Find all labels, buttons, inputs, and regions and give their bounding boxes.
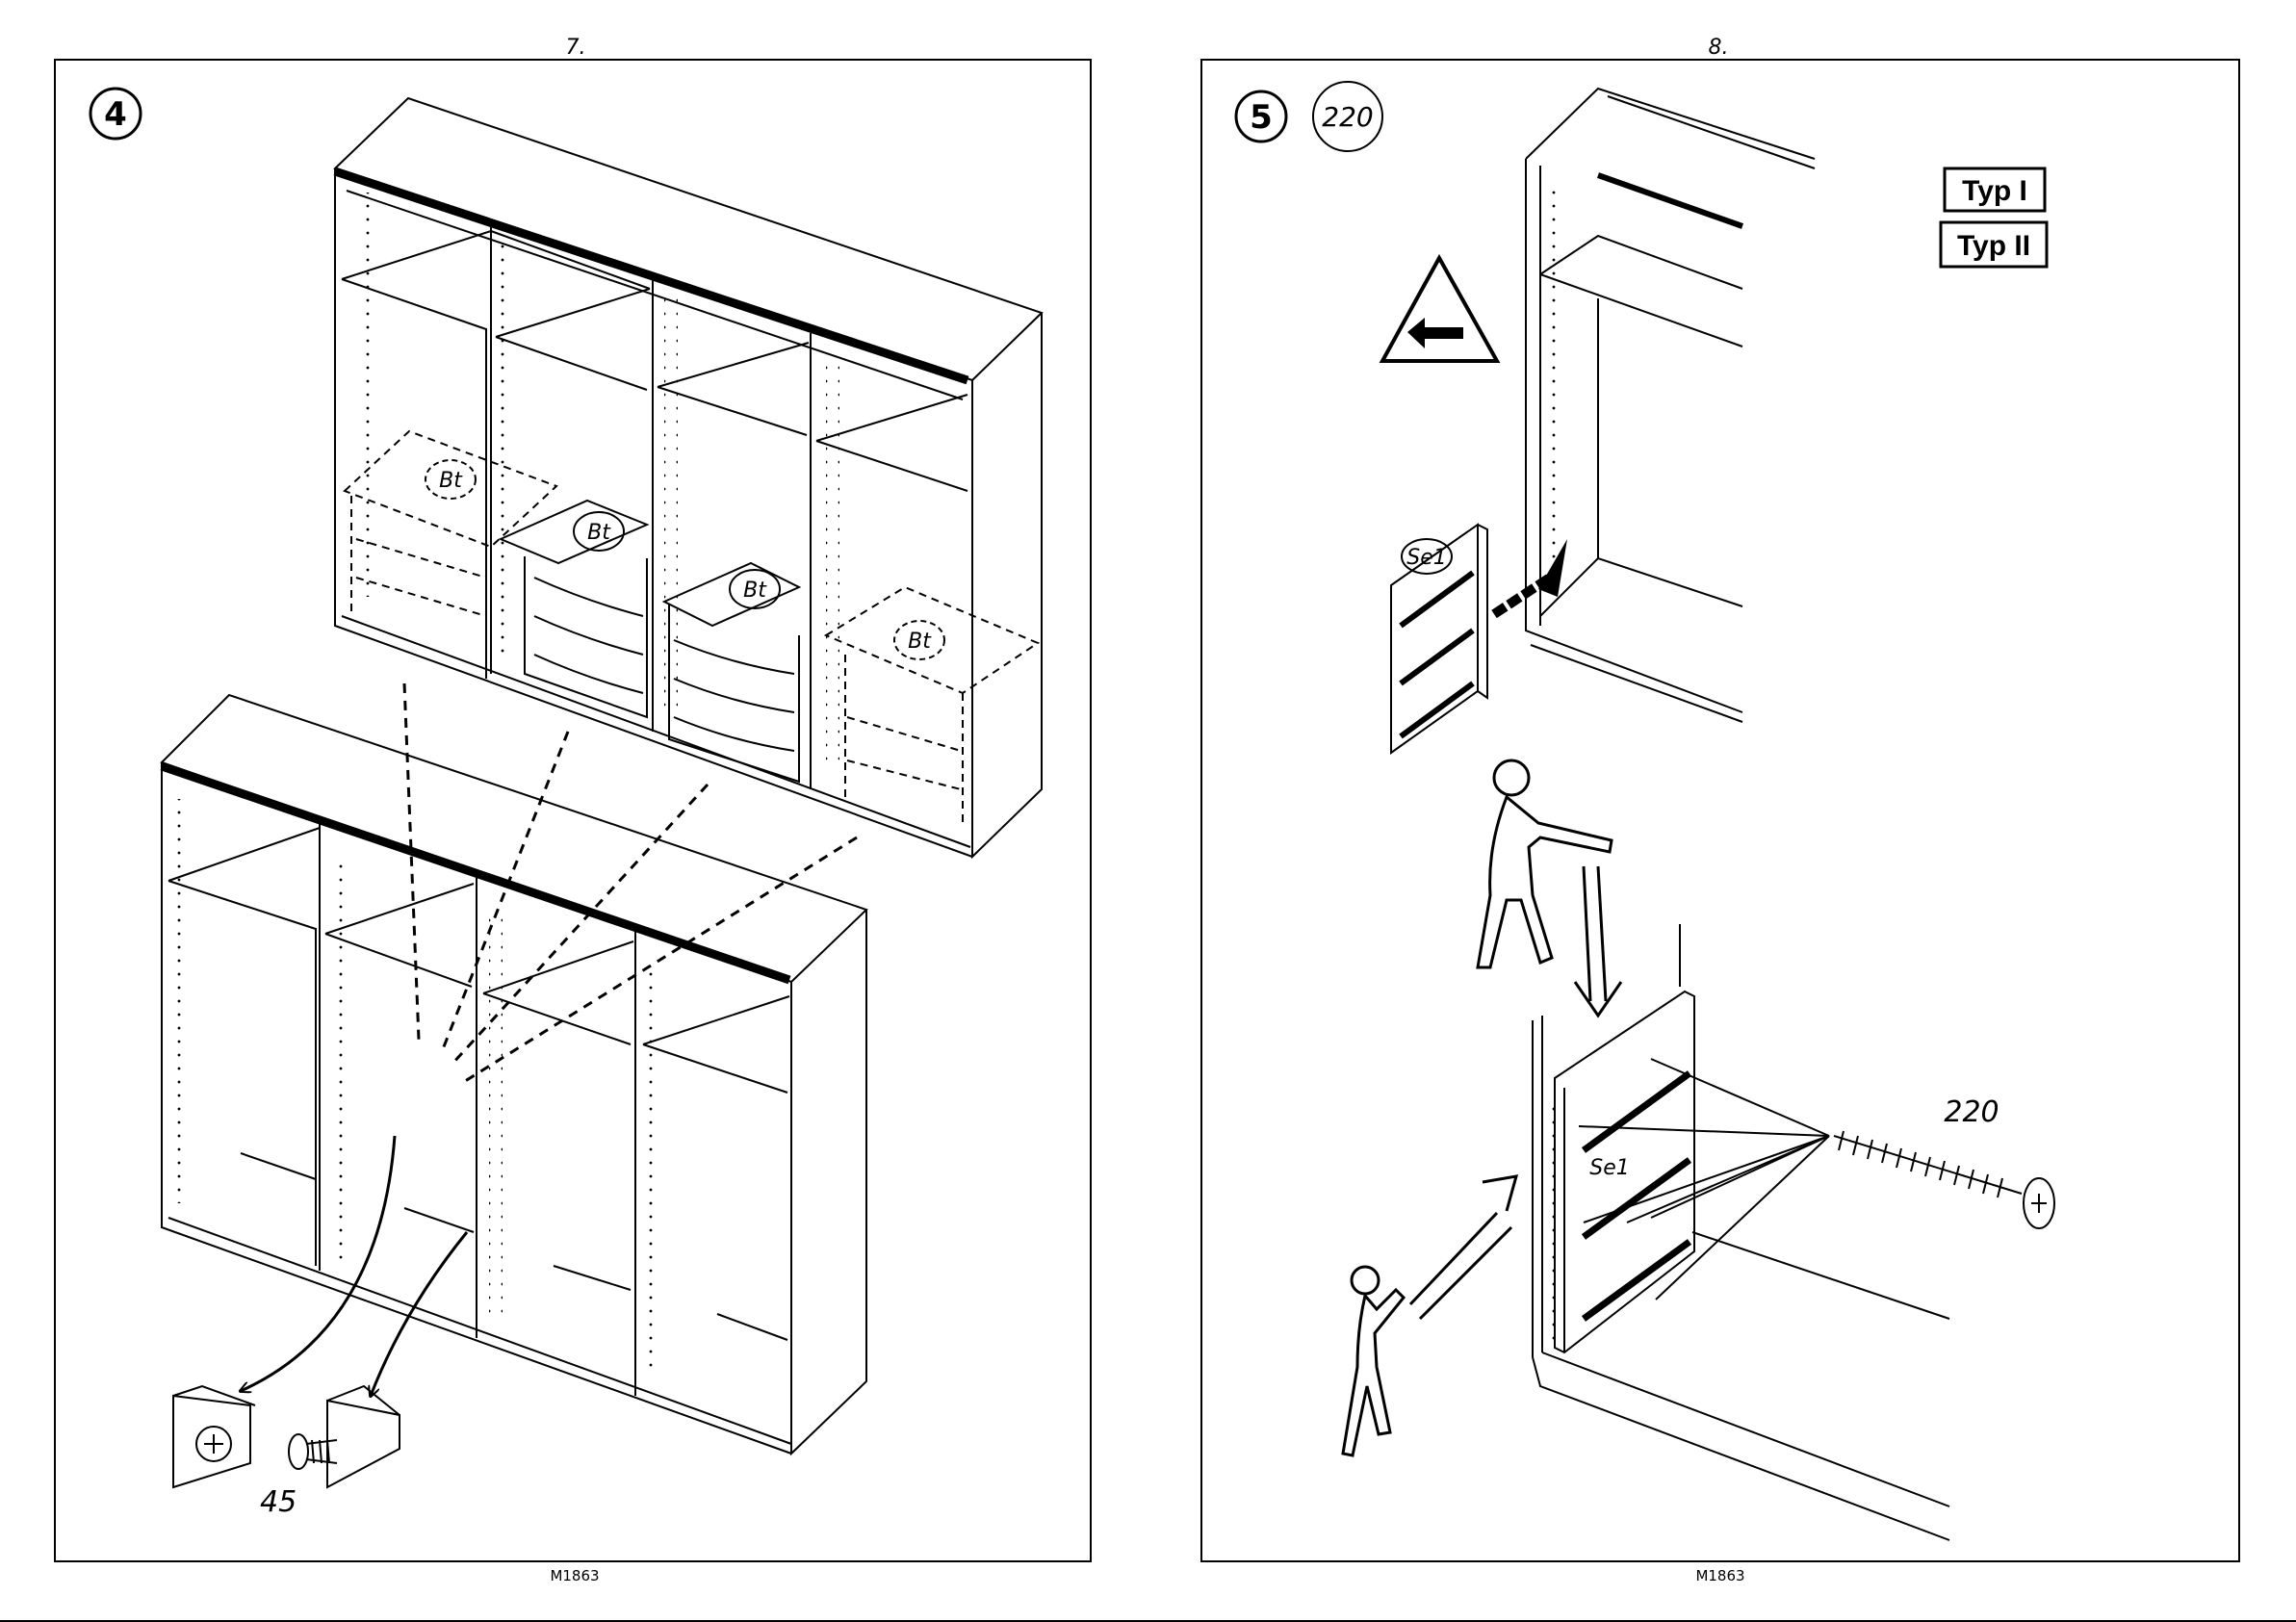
hole-columns-bottom xyxy=(173,799,660,1367)
page-number-left: 7. xyxy=(566,36,586,60)
bracket-icon xyxy=(173,1386,400,1487)
hole-columns-top xyxy=(356,193,839,760)
quantity-badge-text: 220 xyxy=(1322,101,1373,133)
warning-triangle-arrow-icon xyxy=(1382,258,1497,361)
screw-qty-right: 220 xyxy=(1944,1095,1999,1129)
person-icon xyxy=(1478,760,1621,1016)
rail-detail xyxy=(1533,924,1949,1540)
se1-panel: Se1 xyxy=(1391,525,1487,753)
cabinet-interior xyxy=(1526,89,1815,722)
screw-icon xyxy=(289,1434,337,1469)
se1-label-panel: Se1 xyxy=(1406,546,1447,570)
screw-qty-left: 45 xyxy=(260,1485,297,1519)
person-icon xyxy=(1343,1176,1516,1455)
quantity-badge: 220 xyxy=(1313,82,1382,151)
screw-icon xyxy=(1834,1131,2054,1228)
type-1-label: Typ I xyxy=(1962,175,2027,207)
page-number-right: 8. xyxy=(1709,36,1729,60)
step-badge-5: 5 xyxy=(1236,91,1286,142)
wardrobe-bottom xyxy=(162,695,866,1454)
type-2-label: Typ II xyxy=(1957,230,2030,262)
hole-column-detail xyxy=(1545,1097,1559,1348)
step-number: 4 xyxy=(104,95,127,134)
step-number: 5 xyxy=(1250,98,1273,137)
bt-label-3: Bt xyxy=(743,579,767,603)
bt-label-4: Bt xyxy=(908,630,932,654)
page-right: 8. 5 220 Typ I Typ II xyxy=(1201,36,2239,1584)
step-badge-4: 4 xyxy=(90,89,141,139)
bt-label-2: Bt xyxy=(587,521,611,545)
hardware-arrows xyxy=(241,1136,467,1396)
hole-column-right xyxy=(1547,183,1561,587)
footer-right: M1863 xyxy=(1695,1567,1744,1584)
type-legend: Typ I Typ II xyxy=(1941,168,2047,267)
bt-label-1: Bt xyxy=(439,469,463,493)
page-frame-right xyxy=(1201,60,2239,1561)
footer-left: M1863 xyxy=(550,1567,599,1584)
se1-label-rail: Se1 xyxy=(1589,1156,1630,1180)
page-left: 7. 4 xyxy=(55,36,1091,1584)
